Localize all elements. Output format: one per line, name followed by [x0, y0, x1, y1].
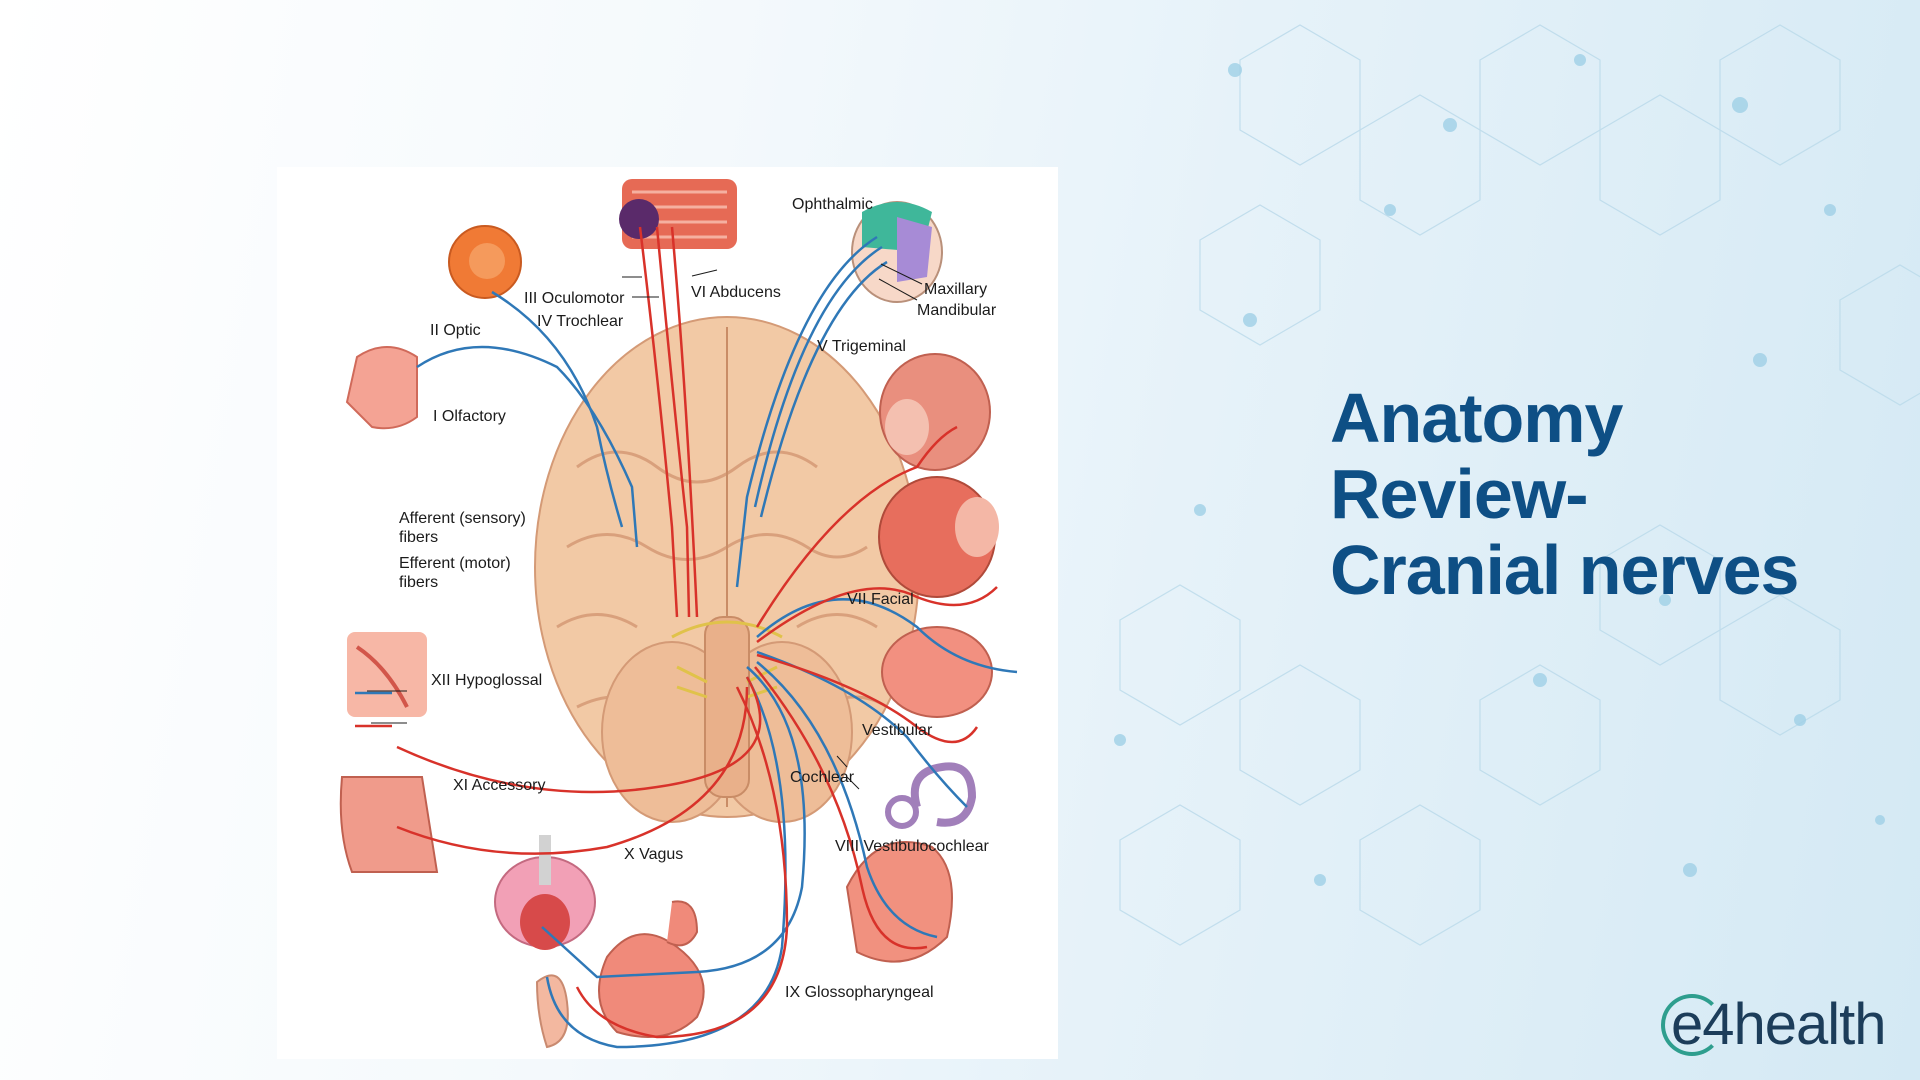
legend-afferent-label: Afferent (sensory) — [399, 510, 526, 527]
label-ophthalmic: Ophthalmic — [792, 196, 873, 213]
cranial-nerves-illustration: Ophthalmic Maxillary Mandibular V Trigem… — [277, 167, 1058, 1059]
label-optic: II Optic — [430, 322, 481, 339]
label-olfactory: I Olfactory — [433, 408, 506, 425]
e4health-logo: e4health — [1665, 990, 1910, 1060]
label-glossopharyngeal: IX Glossopharyngeal — [785, 984, 934, 1001]
ear-external-illustration — [537, 975, 568, 1047]
logo-text: e4health — [1671, 990, 1886, 1060]
mouth-illustration — [882, 627, 992, 717]
legend-efferent-label: Efferent (motor) — [399, 555, 511, 572]
label-vestibulocochlear: VIII Vestibulocochlear — [835, 838, 990, 855]
label-oculomotor: III Oculomotor — [524, 290, 625, 307]
eye-muscles-illustration — [619, 179, 737, 249]
face-facial-illustration — [879, 477, 999, 597]
throat-glossopharyngeal-illustration — [847, 842, 952, 962]
cranial-nerves-diagram-panel: Ophthalmic Maxillary Mandibular V Trigem… — [277, 167, 1058, 1059]
label-facial: VII Facial — [847, 591, 914, 608]
label-cochlear: Cochlear — [790, 769, 855, 786]
slide-title-line-1: Anatomy — [1330, 380, 1890, 456]
label-abducens: VI Abducens — [691, 284, 781, 301]
label-maxillary: Maxillary — [924, 281, 987, 298]
eye-optic-illustration — [449, 226, 521, 298]
label-vagus: X Vagus — [624, 846, 683, 863]
legend-afferent-label-2: fibers — [399, 529, 438, 546]
label-mandibular: Mandibular — [917, 302, 997, 319]
tongue-hypoglossal-illustration — [347, 632, 427, 717]
head-muscles-illustration — [880, 354, 990, 470]
abdominal-organs-illustration — [599, 901, 704, 1037]
nose-olfactory-illustration — [347, 347, 417, 428]
slide-title-line-3: Cranial nerves — [1330, 532, 1890, 608]
label-vestibular: Vestibular — [862, 722, 933, 739]
slide-title-line-2: Review- — [1330, 456, 1890, 532]
legend-efferent-label-2: fibers — [399, 574, 438, 591]
label-trochlear: IV Trochlear — [537, 313, 624, 330]
slide-title: Anatomy Review- Cranial nerves — [1330, 380, 1890, 608]
label-hypoglossal: XII Hypoglossal — [431, 672, 542, 689]
label-trigeminal: V Trigeminal — [817, 338, 906, 355]
label-accessory: XI Accessory — [453, 777, 545, 794]
neck-accessory-illustration — [341, 777, 437, 872]
brain-illustration — [535, 317, 919, 822]
inner-ear-illustration — [888, 766, 972, 826]
